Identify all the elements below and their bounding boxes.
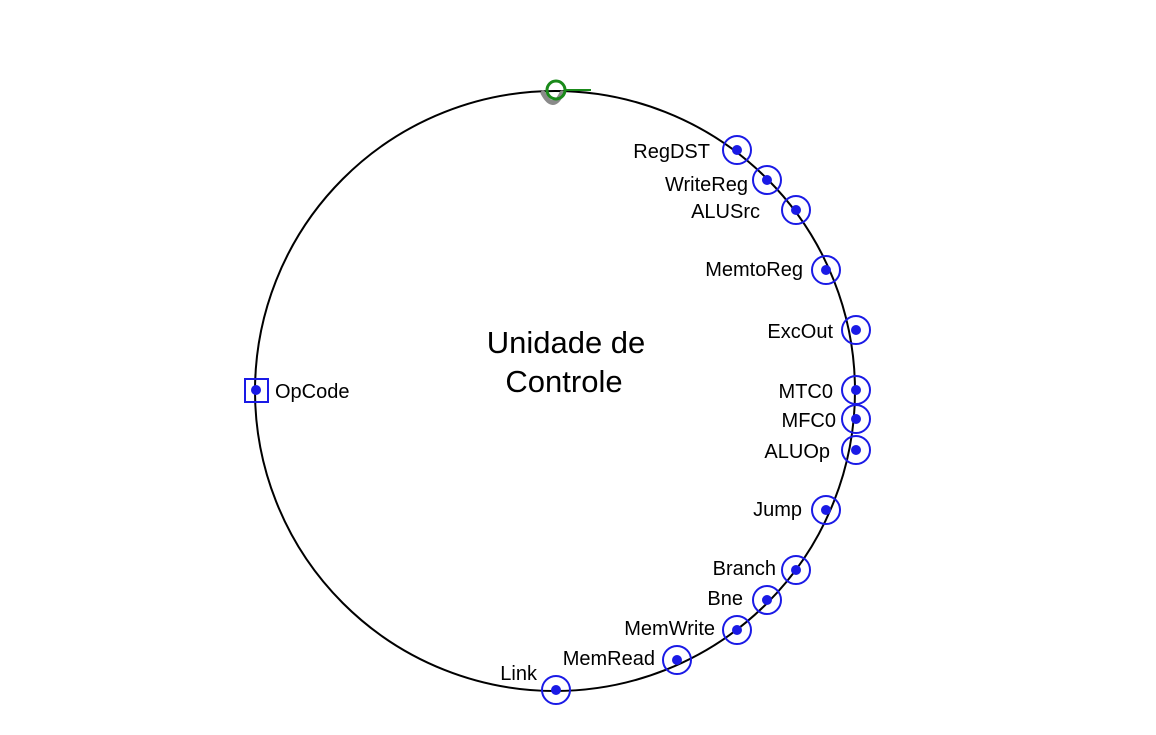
output-pin-regdst[interactable]: RegDST <box>633 135 752 165</box>
output-pin-writereg[interactable]: WriteReg <box>665 165 782 196</box>
output-pin-dot <box>851 385 861 395</box>
output-pin-ring <box>752 585 782 615</box>
output-pin-aluop[interactable]: ALUOp <box>764 435 871 465</box>
output-pin-ring <box>781 195 811 225</box>
input-pin-label: OpCode <box>275 381 350 403</box>
output-pin-ring <box>722 135 752 165</box>
output-pin-ring <box>841 315 871 345</box>
output-pin-ring <box>722 615 752 645</box>
output-pin-dot <box>791 205 801 215</box>
output-pin-dot <box>851 325 861 335</box>
output-pin-ring <box>841 435 871 465</box>
output-pin-label: ExcOut <box>767 321 833 343</box>
input-pin-opcode[interactable]: OpCode <box>244 378 350 403</box>
output-pin-dot <box>762 175 772 185</box>
output-pin-dot <box>851 445 861 455</box>
output-pin-label: MemtoReg <box>705 259 803 281</box>
output-pin-memtoreg[interactable]: MemtoReg <box>705 255 841 285</box>
output-pin-ring <box>811 255 841 285</box>
anchor-circle <box>545 79 567 101</box>
component-title-line2: Controle <box>505 364 622 399</box>
output-pin-ring <box>841 404 871 434</box>
output-pin-label: Bne <box>707 588 743 610</box>
output-pin-label: ALUOp <box>764 441 830 463</box>
output-pin-ring <box>541 675 571 705</box>
output-pin-dot <box>551 685 561 695</box>
component-title-line1: Unidade de <box>487 325 646 360</box>
anchor-marker[interactable] <box>540 79 591 105</box>
output-pin-excout[interactable]: ExcOut <box>767 315 871 345</box>
output-pin-dot <box>821 265 831 275</box>
output-pin-bne[interactable]: Bne <box>707 585 782 615</box>
output-pin-dot <box>732 145 742 155</box>
output-pin-label: Jump <box>753 499 802 521</box>
output-pin-dot <box>672 655 682 665</box>
output-pin-mfc0[interactable]: MFC0 <box>782 404 871 434</box>
output-pin-ring <box>662 645 692 675</box>
output-pin-label: MTC0 <box>779 381 833 403</box>
output-pin-dot <box>851 414 861 424</box>
input-pin-dot <box>251 385 261 395</box>
output-pin-label: WriteReg <box>665 174 748 196</box>
output-pin-label: MemRead <box>563 648 655 670</box>
output-pin-ring <box>781 555 811 585</box>
output-pin-dot <box>791 565 801 575</box>
output-pin-label: Link <box>500 663 538 685</box>
output-pin-mtc0[interactable]: MTC0 <box>779 375 871 405</box>
output-pin-label: MFC0 <box>782 410 836 432</box>
output-pin-memread[interactable]: MemRead <box>563 645 692 675</box>
output-pin-alusrc[interactable]: ALUSrc <box>691 195 811 225</box>
output-pin-memwrite[interactable]: MemWrite <box>624 615 752 645</box>
output-pin-branch[interactable]: Branch <box>713 555 811 585</box>
output-pin-ring <box>811 495 841 525</box>
output-pin-label: ALUSrc <box>691 201 760 223</box>
anchor-shadow <box>540 90 565 105</box>
output-pin-jump[interactable]: Jump <box>753 495 841 525</box>
output-pin-dot <box>821 505 831 515</box>
output-pin-link[interactable]: Link <box>500 663 571 705</box>
output-pin-label: Branch <box>713 558 776 580</box>
output-pin-dot <box>732 625 742 635</box>
output-pin-ring <box>752 165 782 195</box>
output-pin-dot <box>762 595 772 605</box>
input-pin-square <box>244 378 269 403</box>
output-pin-label: MemWrite <box>624 618 715 640</box>
output-pin-label: RegDST <box>633 141 710 163</box>
